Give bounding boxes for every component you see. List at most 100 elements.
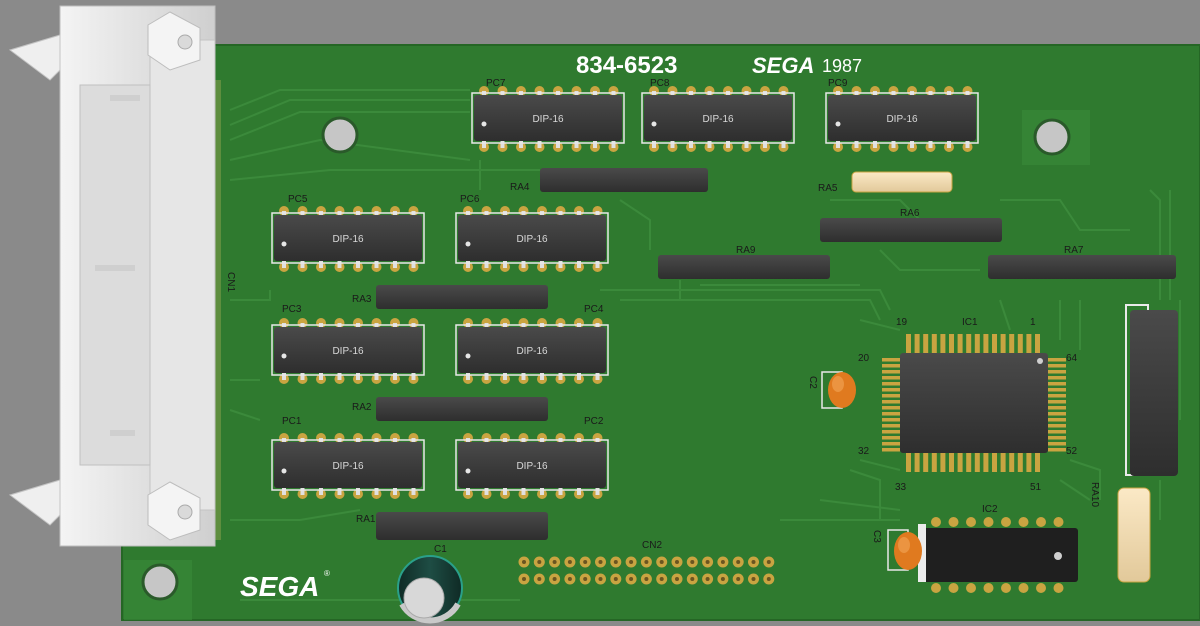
qfp-pin	[1000, 453, 1006, 472]
qfp-pin	[1017, 334, 1023, 353]
header-hole	[629, 560, 634, 564]
header-hole	[583, 560, 588, 564]
chip-body	[274, 442, 422, 488]
qfp-pin	[882, 394, 900, 398]
pin-lead	[577, 373, 581, 380]
pin-lead	[910, 91, 914, 97]
chip-body	[458, 327, 606, 373]
sega-bottom-logo: SEGA	[240, 571, 319, 602]
header-hole	[598, 577, 603, 581]
cn1-connector	[8, 5, 216, 547]
pin-lead	[484, 438, 489, 444]
qfp-pin	[1048, 436, 1066, 440]
pin-lead	[503, 323, 507, 329]
header-hole	[567, 560, 572, 564]
pin-lead	[965, 91, 970, 97]
svg-text:RA2: RA2	[352, 402, 372, 413]
cn1-pads	[215, 80, 221, 540]
pin-lead	[540, 261, 544, 268]
pin-lead	[374, 261, 379, 268]
pin-lead	[521, 373, 526, 380]
pin-lead	[356, 438, 360, 444]
qfp-pin	[1048, 400, 1066, 404]
pin-lead	[319, 323, 323, 329]
pin-lead	[521, 323, 526, 329]
pin-pad	[966, 517, 976, 527]
qfp-pin	[1000, 334, 1006, 353]
qfp-pin	[882, 382, 900, 386]
pin-lead	[521, 261, 526, 268]
pin-lead	[282, 373, 286, 380]
header-hole	[629, 577, 634, 581]
qfp-pin	[923, 334, 929, 353]
pin-pad	[948, 583, 959, 593]
capacitor-c3: C3	[871, 529, 922, 571]
pin-lead	[577, 438, 581, 444]
pin-lead	[763, 141, 767, 148]
pin-lead	[540, 323, 544, 329]
pin-lead	[500, 91, 505, 97]
chip-body	[828, 95, 976, 141]
pin-lead	[763, 91, 767, 97]
pcb-traces	[229, 89, 1181, 601]
svg-text:C3: C3	[871, 530, 882, 543]
chip-ref-label: PC3	[282, 304, 302, 315]
pin-lead	[947, 141, 951, 148]
pin-lead	[744, 141, 749, 148]
chip-package-label: DIP-16	[702, 114, 734, 125]
header-hole	[598, 560, 603, 564]
ra10: RA10	[1089, 482, 1151, 583]
svg-text:32: 32	[858, 446, 870, 457]
pin-lead	[910, 141, 914, 148]
qfp-pin	[882, 442, 900, 446]
qfp-pin	[1035, 334, 1040, 353]
pin-lead	[300, 323, 305, 329]
pin-lead	[521, 488, 526, 495]
pin-lead	[393, 261, 397, 268]
pin-lead	[300, 211, 305, 217]
svg-text:19: 19	[896, 317, 908, 328]
pin-pad	[1036, 583, 1046, 593]
header-hole	[659, 577, 664, 581]
chip-package-label: DIP-16	[332, 234, 364, 245]
qfp-pin	[882, 436, 900, 440]
header-hole	[736, 577, 741, 581]
pin-pad	[983, 583, 994, 593]
pin-lead	[558, 211, 563, 217]
silkscreen-outline	[455, 439, 609, 491]
pin-lead	[928, 91, 933, 97]
pin-lead	[393, 438, 397, 444]
pin-lead	[873, 91, 877, 97]
pin-lead	[836, 91, 840, 97]
header-hole	[522, 577, 526, 581]
header-hole	[690, 560, 695, 564]
board-brand-logo: SEGA	[752, 53, 814, 78]
chip-ref-label: PC1	[282, 416, 302, 427]
pin-lead	[854, 91, 859, 97]
qfp-pin	[1026, 334, 1032, 353]
header-hole	[705, 577, 710, 581]
pin-lead	[611, 141, 616, 148]
pin1-marker	[481, 121, 487, 127]
silkscreen-outline	[271, 439, 425, 491]
qfp-pin	[882, 376, 900, 380]
qfp-pin	[931, 334, 937, 353]
header-hole	[567, 577, 572, 581]
pin-lead	[652, 141, 656, 148]
pin-lead	[707, 91, 712, 97]
header-hole	[537, 560, 542, 564]
ra5: RA5	[818, 171, 953, 194]
pin-pad	[1018, 583, 1029, 593]
pin-lead	[537, 141, 542, 148]
pin-lead	[540, 211, 544, 217]
pin-lead	[577, 261, 581, 268]
pin-lead	[393, 211, 397, 217]
qfp-pin	[1048, 406, 1066, 410]
pin-lead	[300, 373, 305, 380]
registered-mark: ®	[324, 569, 330, 578]
chip-ref-label: PC2	[584, 416, 604, 427]
qfp-pin	[957, 334, 963, 353]
qfp-pin	[983, 453, 989, 472]
pin-lead	[282, 211, 286, 217]
